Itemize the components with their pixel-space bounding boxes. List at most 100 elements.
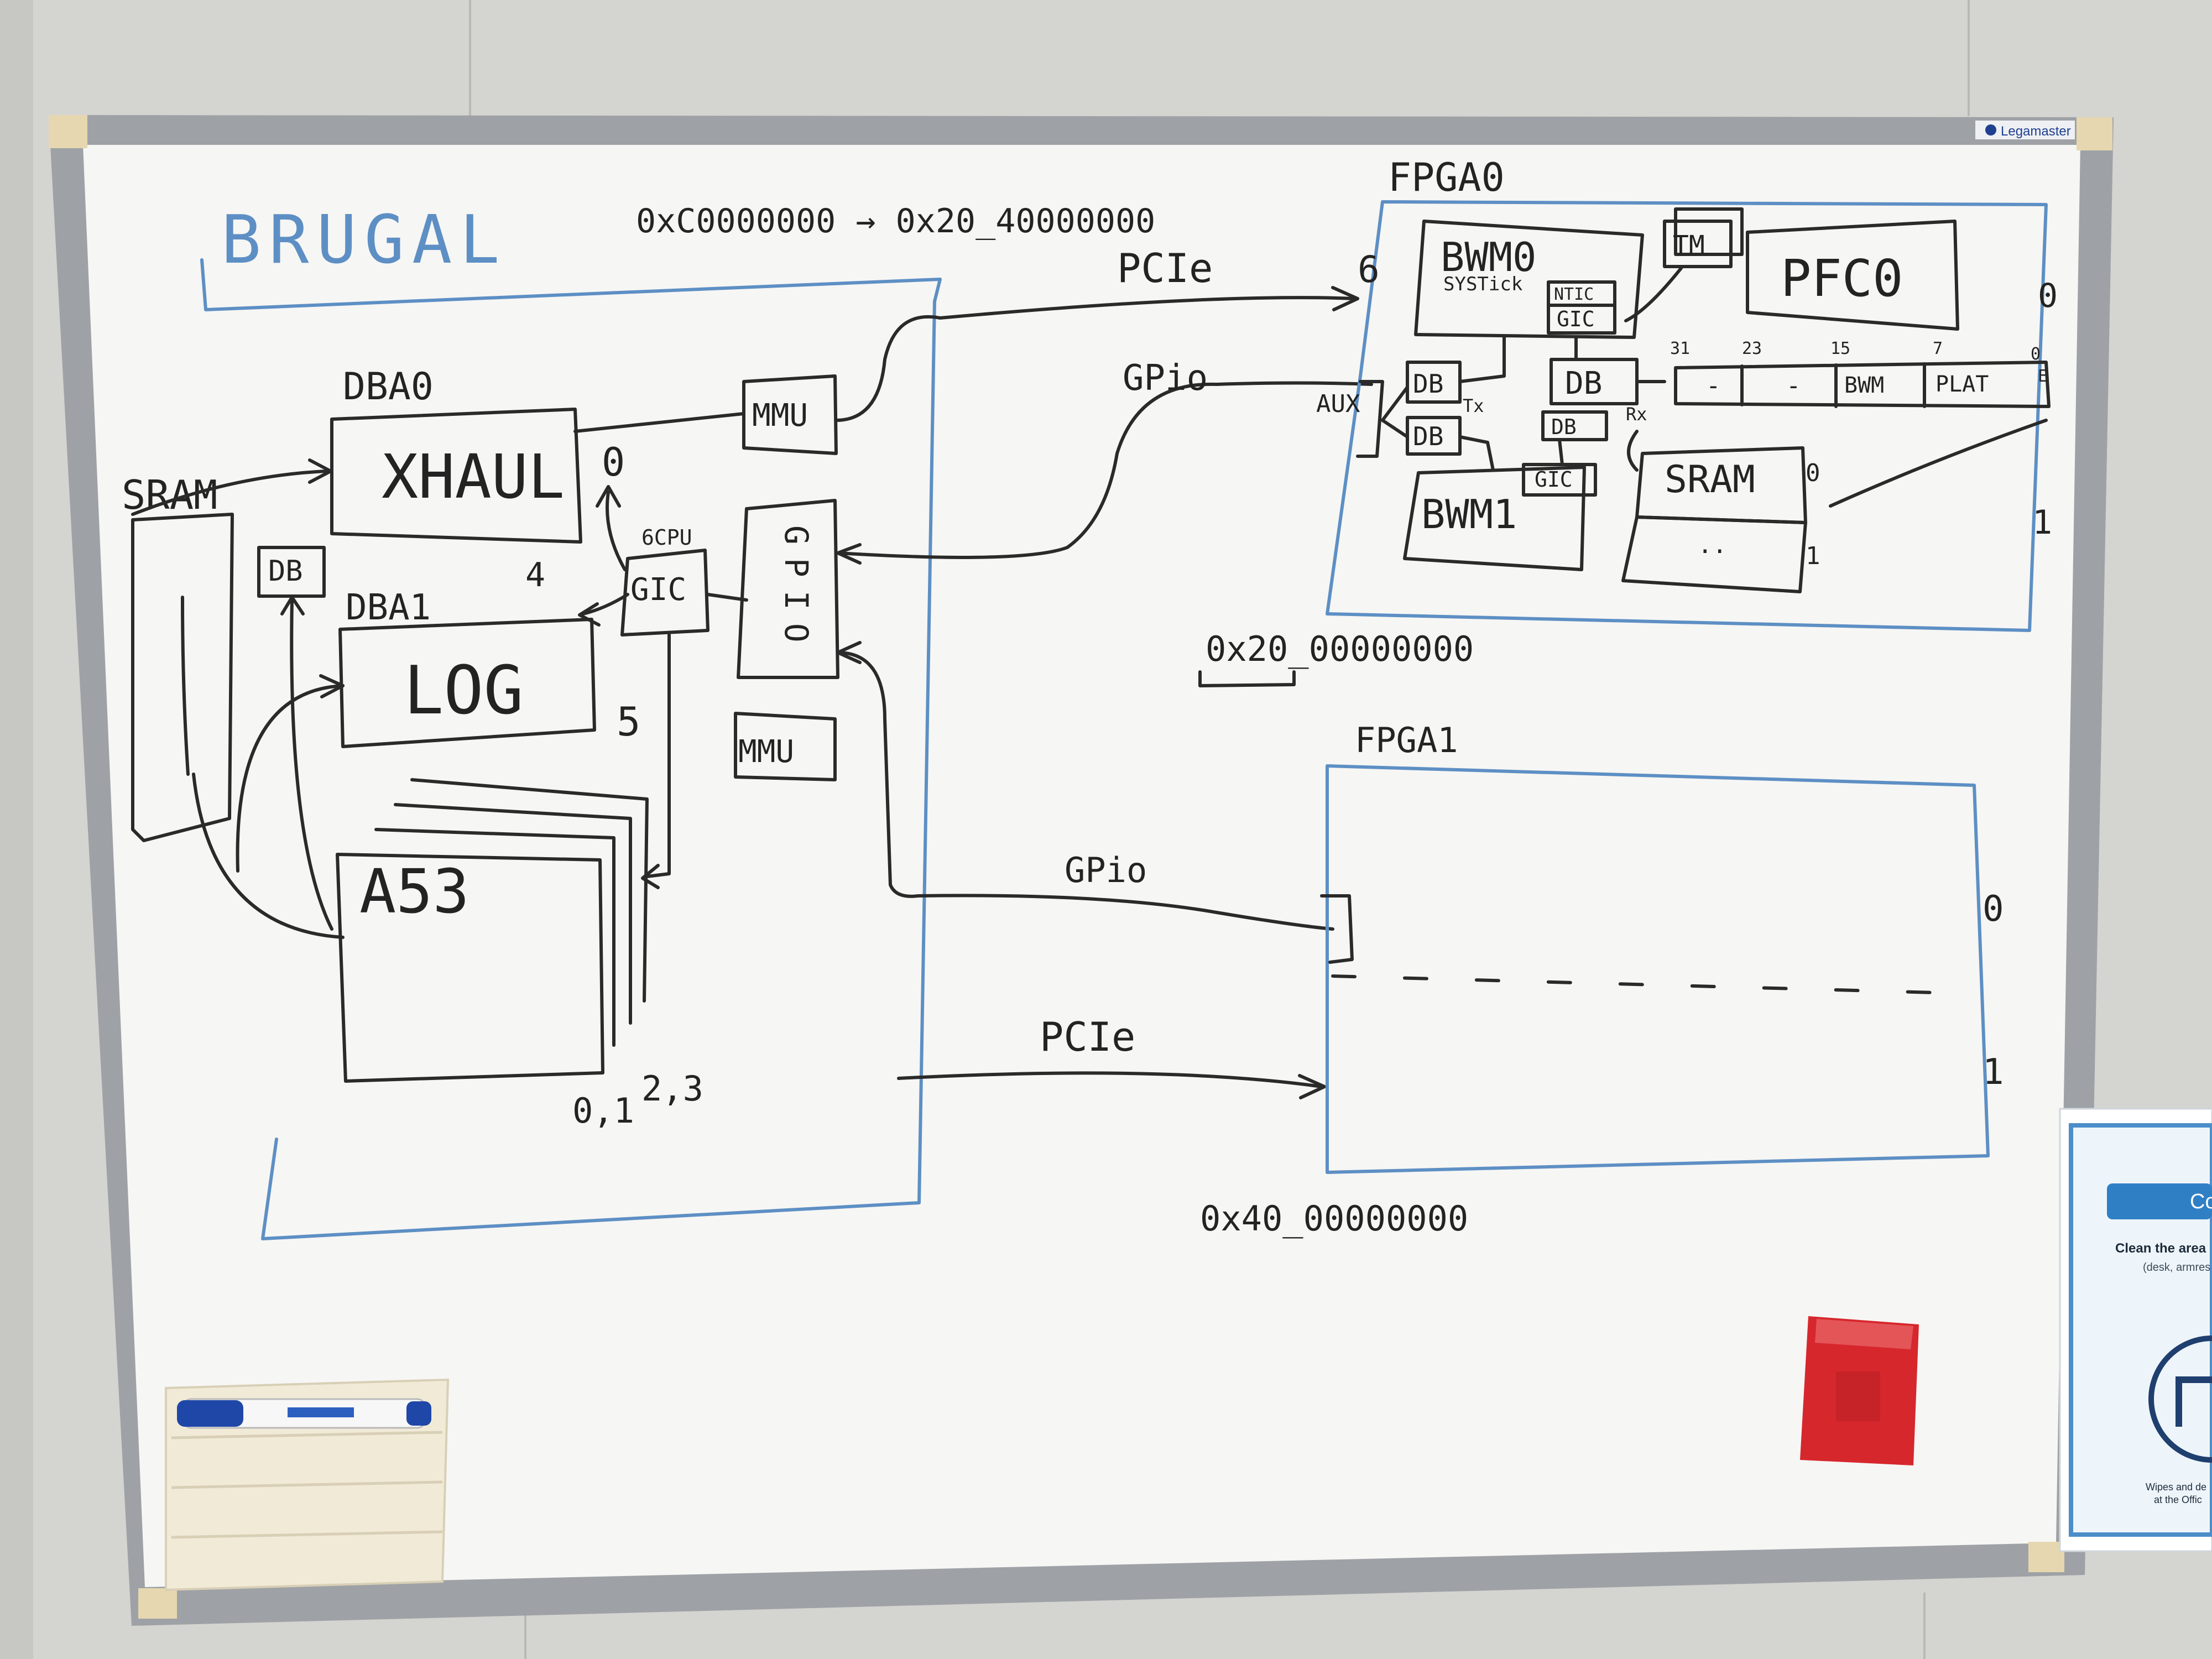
address-mid: 0x20_00000000	[1206, 629, 1474, 669]
arrow-sram-xhaul	[131, 469, 328, 516]
pfc0-label: PFC0	[1781, 249, 1903, 308]
dba0-label: DBA0	[343, 365, 434, 409]
soc-sram-label: SRAM	[122, 472, 217, 518]
a53-cores: 0,1	[572, 1091, 634, 1131]
eraser[interactable]	[1800, 1316, 1919, 1465]
gpio-top-label: GPio	[1123, 358, 1208, 399]
board-surface	[83, 145, 2080, 1587]
gpio-bottom-label: GPio	[1065, 850, 1147, 890]
soc-gic-box	[620, 549, 709, 637]
xhaul-block	[330, 408, 582, 544]
bwm0-gic-box	[1547, 304, 1616, 335]
poster-footer1: Wipes and de	[2146, 1481, 2206, 1493]
marker[interactable]	[177, 1398, 431, 1429]
fpga0-db-b-label: DB	[1413, 421, 1443, 451]
soc-sram-block	[131, 513, 234, 842]
fpga1-side-1: 1	[1983, 1052, 2004, 1093]
fpga1-divider	[1331, 974, 1937, 994]
fpga1-side-0: 0	[1983, 889, 2004, 930]
fpga0-boundary	[1326, 200, 2048, 632]
xhaul-label: XHAUL	[382, 441, 565, 512]
pfc0-box	[1746, 220, 1959, 331]
link-gic-gpio	[706, 593, 748, 602]
link-gpio-top	[836, 381, 1373, 559]
reg-bit-7: 7	[1933, 339, 1943, 358]
a53-cores-extra: 2,3	[641, 1068, 703, 1109]
tm-label: TM	[1673, 230, 1705, 261]
bwm0-gic-label: GIC	[1557, 307, 1595, 331]
fpga0-db-d	[1541, 410, 1608, 441]
poster-header-text: Co	[2190, 1190, 2212, 1213]
dba1-label: DBA1	[346, 587, 431, 628]
poster-icon	[2148, 1335, 2212, 1463]
reg-field-0: -	[1706, 372, 1721, 400]
arrow-gic-a53	[645, 633, 671, 878]
bwm1-gic-label: GIC	[1535, 467, 1573, 492]
mmu-top-label: MMU	[752, 398, 808, 434]
link-pcie-top	[834, 296, 1357, 422]
brand-logo-icon	[1985, 124, 1996, 135]
fpga0-sram-ellipsis: ..	[1698, 531, 1727, 559]
a53-block	[336, 853, 604, 1083]
mmu-bottom-label: MMU	[738, 734, 794, 770]
arrow-db-a53	[290, 598, 333, 931]
poster-header	[2107, 1183, 2212, 1219]
fpga0-db-d-label: DB	[1551, 415, 1577, 439]
link-pcie-bottom	[897, 1071, 1323, 1088]
mmu-bottom-box	[734, 712, 837, 781]
soc-gpio-label: GPIO	[778, 525, 815, 656]
fpga0-sram-label: SRAM	[1665, 458, 1755, 502]
reg-bit-0: 0	[2031, 345, 2041, 364]
link-gpio-bottom	[836, 651, 1334, 931]
fpga0-db-a-label: DB	[1413, 369, 1443, 399]
fpga1-label: FPGA1	[1355, 720, 1458, 760]
rx-label: Rx	[1626, 404, 1647, 425]
reg-bit-15: 15	[1830, 339, 1850, 358]
pcie-bottom-label: PCIe	[1040, 1014, 1135, 1060]
arrow-gic-log	[582, 593, 629, 615]
arrow-sram-log	[236, 684, 345, 873]
gic-caption: 6CPU	[641, 525, 692, 550]
systick-label: SYSTick	[1443, 273, 1522, 295]
poster-footer2: at the Offic	[2154, 1494, 2202, 1505]
reg-bit-23: 23	[1742, 339, 1762, 358]
fpga0-sram-row1: 1	[1806, 542, 1820, 570]
wall-poster: Co Clean the area (desk, armres Wipes an…	[2059, 1108, 2212, 1552]
log-block	[338, 618, 596, 748]
reg-field-1: -	[1786, 372, 1801, 400]
bwm0-box	[1414, 220, 1644, 339]
fpga0-index-six: 6	[1358, 248, 1380, 291]
arrow-gic-xhaul	[606, 491, 627, 571]
diagram-title: BRUGAL	[221, 202, 507, 279]
soc-gic-label: GIC	[630, 572, 686, 608]
pcie-top-label: PCIe	[1117, 245, 1213, 291]
reg-field-3: PLAT	[1936, 372, 1989, 397]
brand-name: Legamaster	[2001, 124, 2071, 139]
link-xhaul-mmu	[573, 412, 745, 433]
bwm1-label: BWM1	[1421, 491, 1517, 538]
aux-bracket	[1356, 380, 1384, 458]
log-label: LOG	[404, 653, 524, 729]
mmu-top-box	[742, 374, 838, 455]
fpga1-bracket	[1320, 894, 1354, 964]
poster-line1: Clean the area	[2115, 1241, 2206, 1256]
register-box	[1674, 361, 2051, 408]
poster-line2: (desk, armres	[2143, 1261, 2210, 1274]
fpga0-side-1: 1	[2032, 503, 2052, 542]
xhaul-num-0: 0	[602, 440, 625, 485]
tm-box	[1663, 220, 1733, 268]
fpga0-label: FPGA0	[1388, 155, 1505, 200]
brugal-boundary	[200, 258, 942, 1240]
aux-label: AUX	[1316, 390, 1360, 418]
xhaul-num-4: 4	[525, 556, 545, 594]
a53-label: A53	[359, 856, 469, 927]
soc-db-label: DB	[268, 555, 303, 588]
tx-label: Tx	[1463, 395, 1484, 416]
fpga0-db-c-label: DB	[1565, 366, 1602, 401]
fpga1-boundary	[1326, 764, 1990, 1174]
fpga0-side-0: 0	[2038, 276, 2058, 315]
log-num-5: 5	[617, 698, 640, 745]
reg-field-2: BWM	[1844, 373, 1884, 398]
soc-gpio-box	[737, 499, 839, 679]
